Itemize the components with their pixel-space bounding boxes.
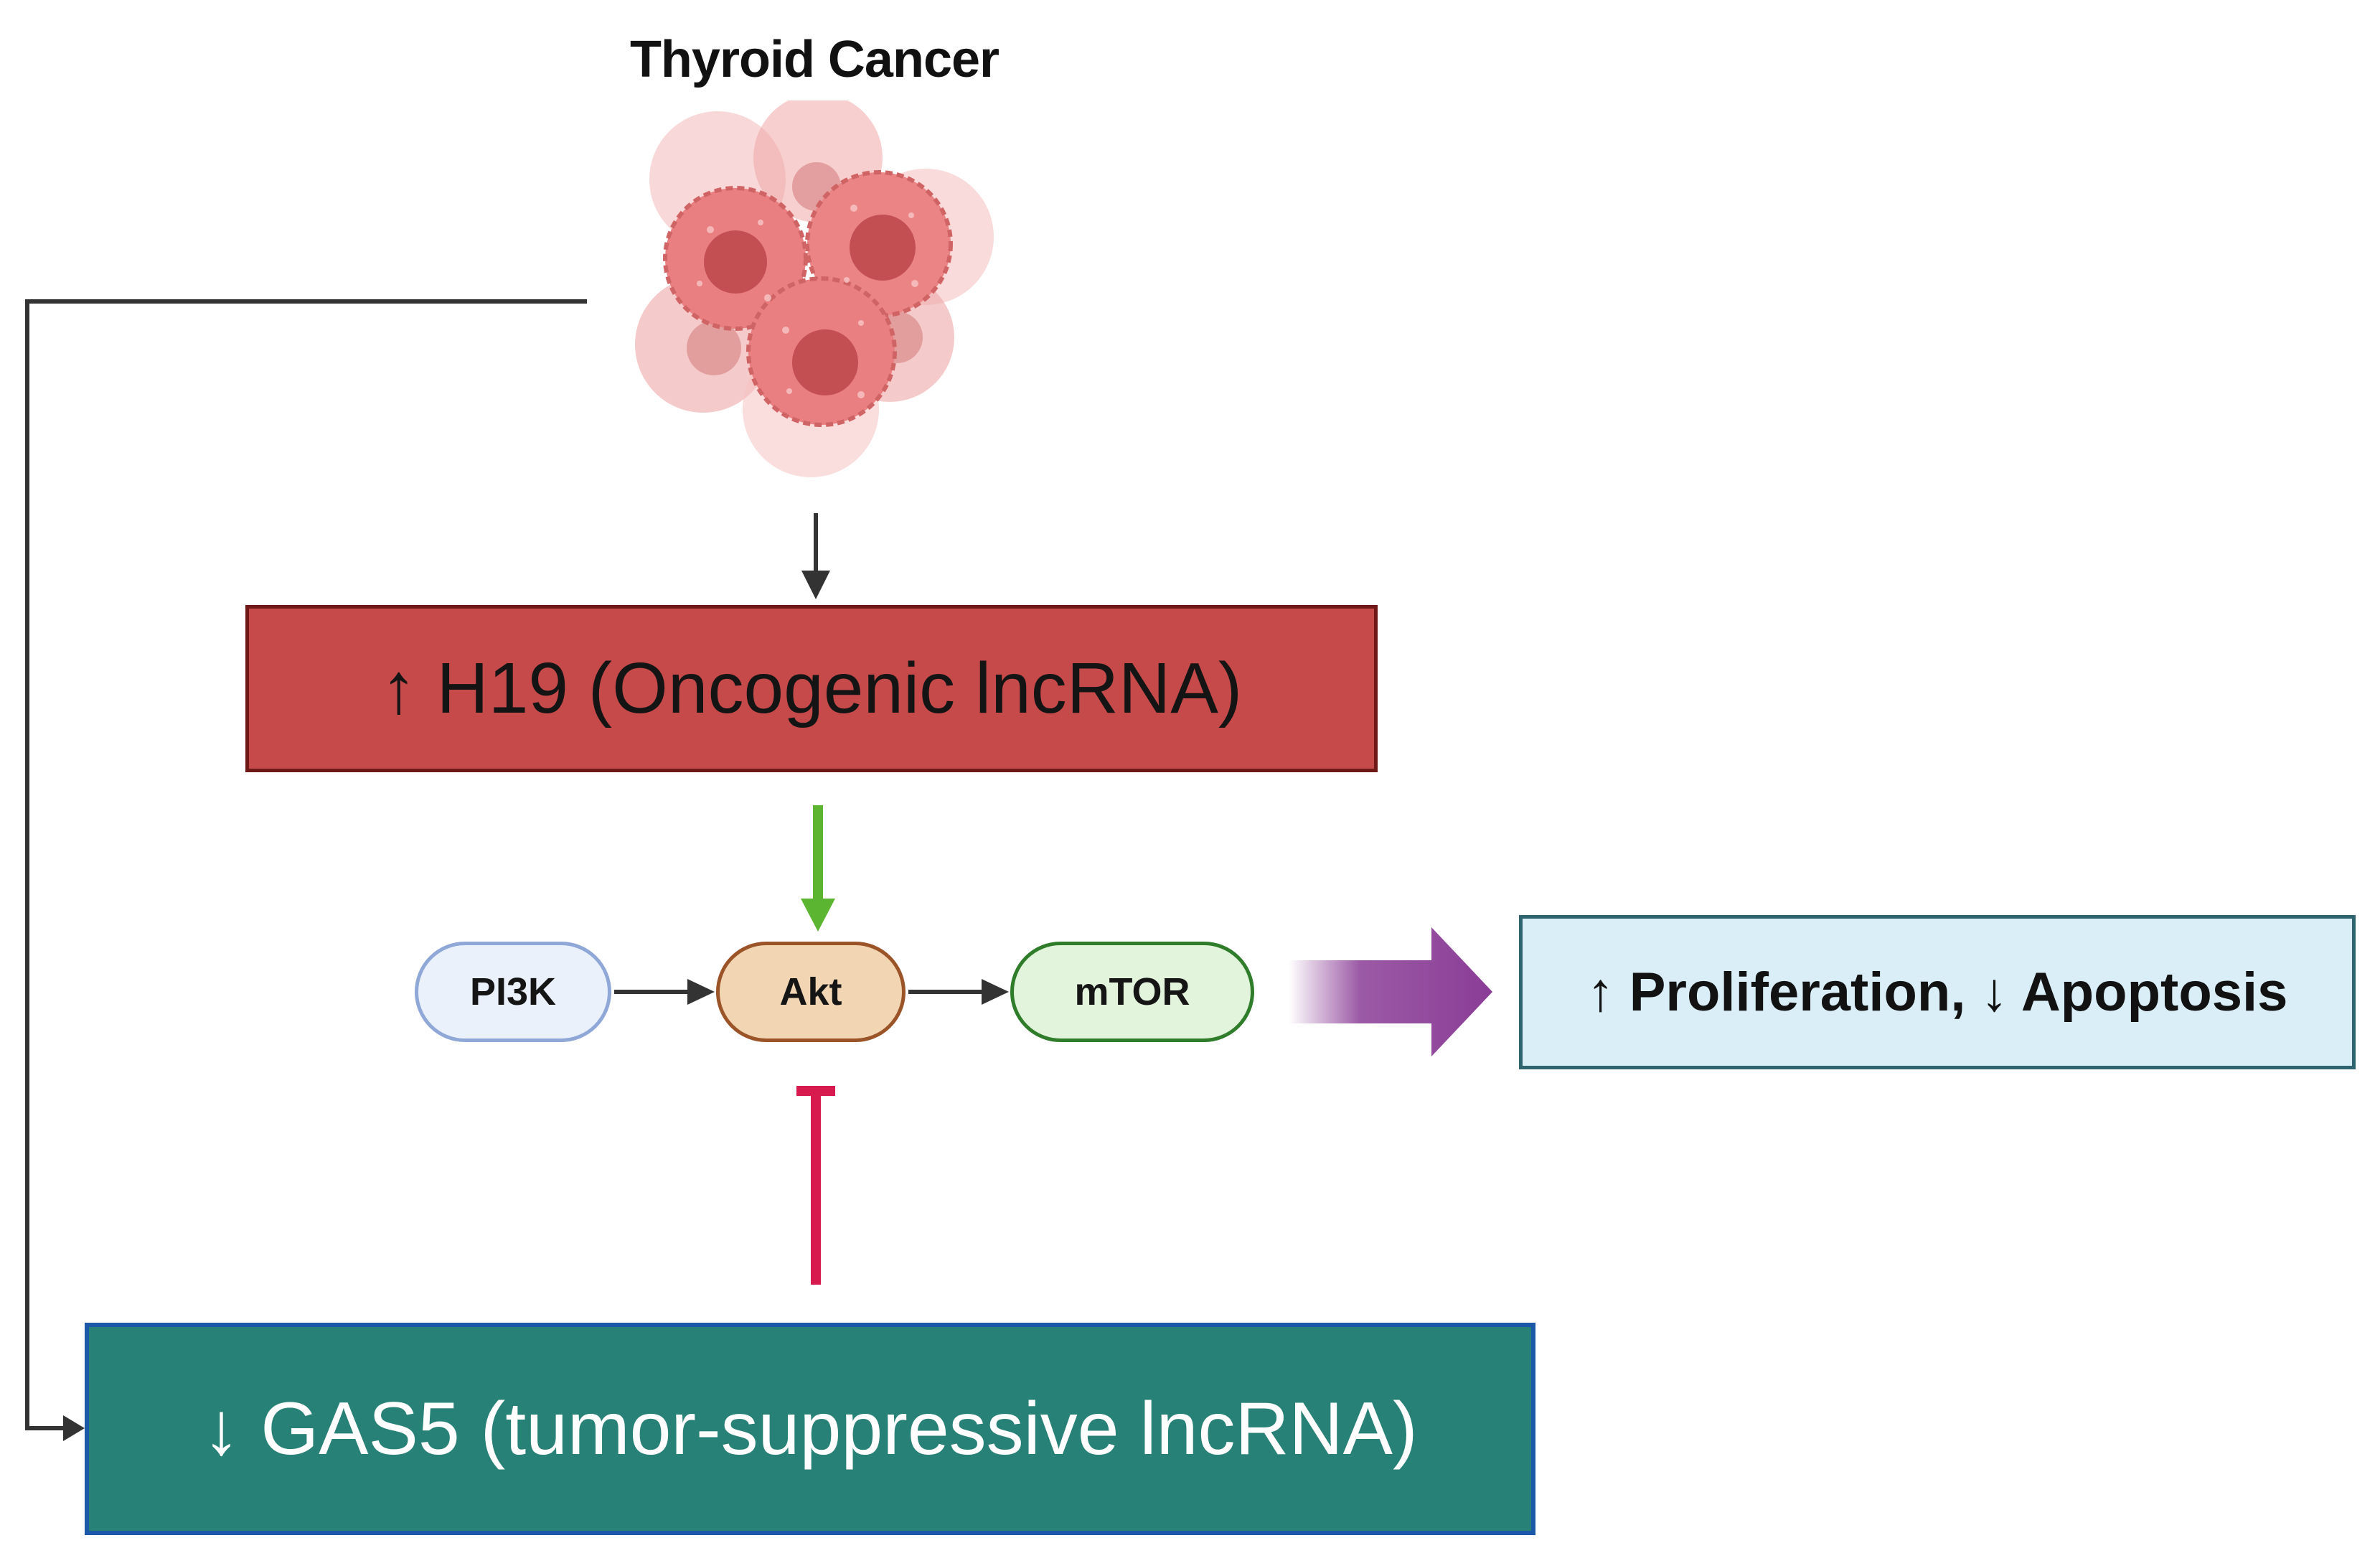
mtor-node: mTOR bbox=[1010, 942, 1254, 1042]
cancer-to-h19-arrowhead bbox=[801, 571, 830, 599]
pi3k-to-akt-arrowhead bbox=[687, 979, 715, 1005]
gas5-tumor-suppressive-box: ↓ GAS5 (tumor-suppressive lncRNA) bbox=[85, 1323, 1535, 1535]
cancer-to-gas5-line bbox=[25, 299, 587, 1430]
mtor-to-outcome-arrow bbox=[1289, 927, 1492, 1056]
akt-node: Akt bbox=[716, 942, 906, 1042]
diagram-title: Thyroid Cancer bbox=[629, 31, 999, 88]
h19-to-akt-arrowhead bbox=[801, 899, 835, 932]
outcome-box: ↑ Proliferation, ↓ Apoptosis bbox=[1519, 915, 2356, 1069]
akt-to-mtor-arrowhead bbox=[982, 979, 1009, 1005]
h19-oncogenic-box: ↑ H19 (Oncogenic lncRNA) bbox=[245, 605, 1378, 772]
pi3k-node: PI3K bbox=[415, 942, 611, 1042]
cancer-to-gas5-arrowhead bbox=[63, 1415, 85, 1441]
cancer-cell-cluster-icon bbox=[635, 100, 994, 477]
